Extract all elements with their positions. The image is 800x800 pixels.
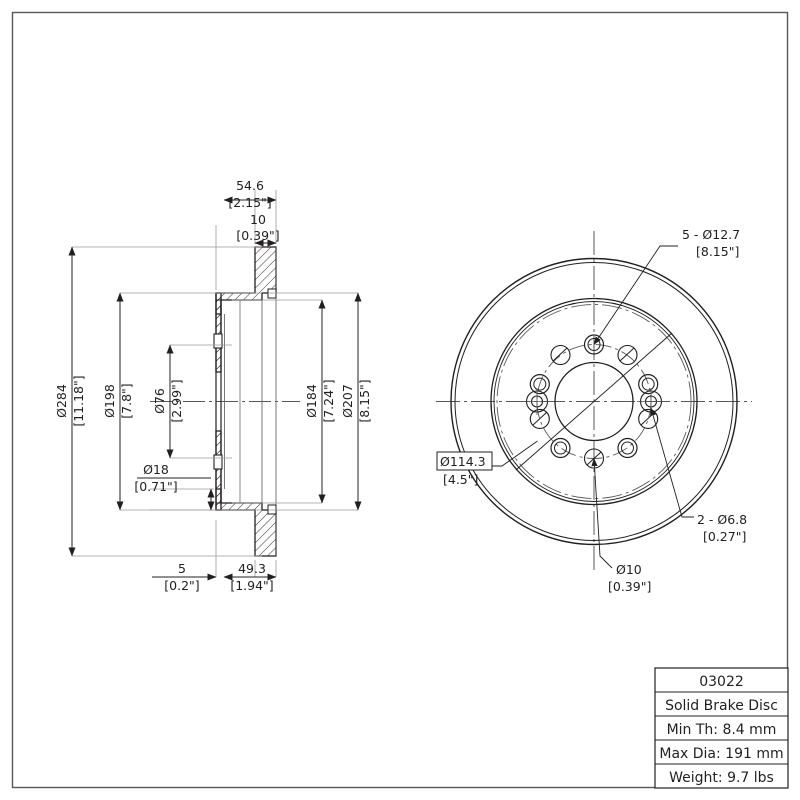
dim-inner-diameter: Ø198 [7.8"]: [102, 292, 134, 511]
sheet-border: [11, 11, 789, 789]
callout-small-holes: Ø10 [0.39"]: [591, 458, 651, 594]
title-block-frame: [654, 667, 789, 789]
dim-diameter-207-imperial: [8.15"]: [357, 379, 372, 422]
dim-hat-step: Ø18 [0.71"]: [134, 462, 215, 511]
hat-outer-circle: [496, 304, 692, 499]
dim-pilot-bore-value: Ø76: [152, 388, 167, 414]
dim-pilot-bore-imperial: [2.99"]: [169, 379, 184, 422]
extension-lines: [72, 190, 358, 577]
dim-offset-value: 5: [178, 561, 186, 576]
dim-diameter-184-value: Ø184: [304, 384, 319, 418]
lug-hole-group: [529, 334, 659, 459]
callout-bolt-circle-value: Ø114.3: [440, 454, 486, 469]
small-hole: [550, 344, 571, 366]
rim-notch-upper: [267, 288, 277, 299]
dim-width-total-value: 54.6: [236, 178, 264, 193]
disc-outer-circle: [450, 257, 738, 546]
small-hole: [617, 344, 638, 366]
callout-tapped-holes-imperial: [0.27"]: [703, 529, 746, 544]
dim-offset-imperial: [0.2"]: [164, 578, 199, 593]
lug-hole: [550, 437, 571, 459]
cross-section-view: 54.6 [2.15"] 10 [0.39"] Ø284 [11.18"] Ø1…: [54, 178, 372, 593]
dim-diameter-207-value: Ø207: [340, 384, 355, 418]
section-indicator-line: [515, 332, 673, 471]
callout-lug-holes: 5 - Ø12.7 [8.15"]: [593, 227, 740, 345]
title-block: 03022 Solid Brake Disc Min Th: 8.4 mm Ma…: [654, 667, 789, 789]
dim-hat-step-imperial: [0.71"]: [134, 479, 177, 494]
dim-width-total-imperial: [2.15"]: [228, 195, 271, 210]
pilot-bore-circle: [554, 361, 634, 442]
title-block-max-diameter: Max Dia: 191 mm: [659, 746, 783, 762]
callout-small-holes-value: Ø10: [616, 562, 642, 577]
dim-inner-diameter-imperial: [7.8"]: [119, 383, 134, 418]
title-block-description: Solid Brake Disc: [665, 698, 778, 714]
callout-bolt-circle-box: [436, 451, 493, 471]
dim-inner-diameter-value: Ø198: [102, 384, 117, 418]
dim-offset: 5 [0.2"]: [152, 561, 217, 593]
hub-feature-upper: [213, 333, 223, 349]
callout-bolt-circle-imperial: [4.5"]: [443, 472, 478, 487]
braking-surface-circle-2: [493, 301, 695, 502]
title-block-part-number: 03022: [699, 674, 744, 690]
dim-width-total: 54.6 [2.15"]: [223, 178, 277, 210]
dim-diameter-184-imperial: [7.24"]: [321, 379, 336, 422]
dim-flange-thickness: 10 [0.39"]: [236, 212, 280, 247]
dim-hat-step-value: Ø18: [143, 462, 169, 477]
callout-small-holes-imperial: [0.39"]: [608, 579, 651, 594]
callout-bolt-circle: Ø114.3 [4.5"]: [436, 440, 538, 487]
title-block-weight: Weight: 9.7 lbs: [669, 770, 774, 786]
dim-flange-thickness-imperial: [0.39"]: [236, 228, 279, 243]
dim-hat-depth: 49.3 [1.94"]: [223, 561, 277, 593]
lug-hole: [638, 374, 659, 395]
dim-outer-diameter-value: Ø284: [54, 384, 69, 418]
callout-tapped-holes: 2 - Ø6.8 [0.27"]: [650, 407, 747, 544]
callout-lug-holes-value: 5 - Ø12.7: [682, 227, 740, 242]
hub-feature-lower: [213, 454, 223, 470]
rim-notch-lower: [267, 504, 277, 515]
section-ring-upper: [215, 246, 277, 315]
small-hole: [583, 448, 605, 469]
dim-hat-depth-imperial: [1.94"]: [230, 578, 273, 593]
dim-diameter-184: Ø184 [7.24"]: [304, 299, 336, 504]
callout-tapped-holes-value: 2 - Ø6.8: [697, 512, 747, 527]
dim-diameter-207: Ø207 [8.15"]: [340, 292, 372, 511]
small-hole: [529, 408, 550, 429]
small-hole: [638, 408, 659, 429]
disc-outer-circle-inner: [454, 262, 734, 541]
dim-pilot-bore: Ø76 [2.99"]: [152, 344, 184, 459]
title-block-min-thickness: Min Th: 8.4 mm: [667, 722, 777, 738]
face-view: 5 - Ø12.7 [8.15"] Ø114.3 [4.5"] 2 - Ø6.8…: [436, 227, 752, 594]
dim-outer-diameter-imperial: [11.18"]: [71, 375, 86, 426]
dim-outer-diameter: Ø284 [11.18"]: [54, 246, 86, 557]
small-hole-group: [529, 344, 659, 469]
lug-hole: [617, 437, 638, 459]
lug-hole: [529, 374, 550, 395]
callout-lug-holes-imperial: [8.15"]: [696, 244, 739, 259]
dim-hat-depth-value: 49.3: [238, 561, 266, 576]
section-ring-lower: [215, 488, 277, 557]
braking-surface-circle: [490, 297, 698, 506]
dim-flange-thickness-value: 10: [250, 212, 266, 227]
